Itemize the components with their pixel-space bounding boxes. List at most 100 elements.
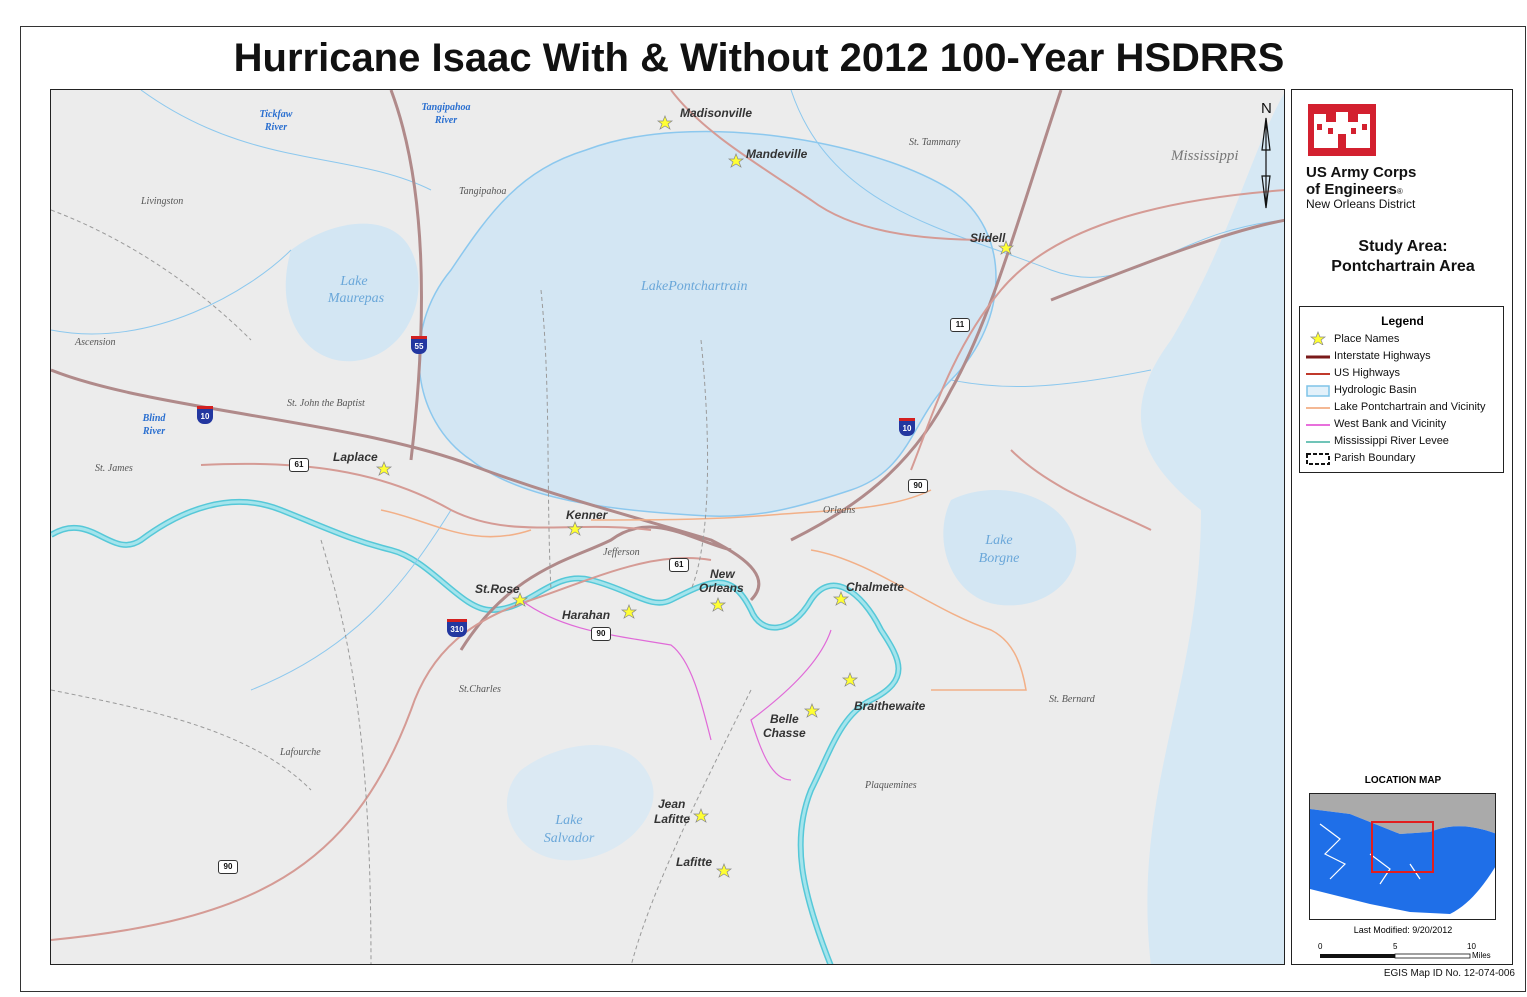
parish-stcharles: St.Charles: [459, 684, 501, 695]
scale-tick-5: 5: [1393, 942, 1398, 951]
star-madisonville: [656, 115, 674, 130]
map-graphics: [51, 90, 1284, 964]
lake-pontchartrain: [418, 130, 997, 518]
star-laplace: [375, 461, 393, 476]
parish-lafourche: Lafourche: [280, 747, 321, 758]
place-stars: [375, 115, 1015, 878]
us-highways: [51, 90, 1284, 941]
star-chalmette: [832, 591, 850, 606]
lpv-levee: [380, 489, 1027, 691]
water-lake-pontchartrain: LakePontchartrain: [641, 279, 748, 294]
legend-parish-icon: [1306, 453, 1330, 465]
parish-plaquemines: Plaquemines: [865, 780, 917, 791]
star-mandeville: [727, 153, 745, 168]
water-lake-borgne-2: Borgne: [978, 551, 1020, 566]
star-harahan: [620, 604, 638, 619]
place-laplace: Laplace: [333, 450, 378, 464]
legend-lpv-icon: [1306, 407, 1330, 409]
study-area: Study Area: Pontchartrain Area: [1292, 237, 1514, 277]
us-90-east-shield: 90: [908, 479, 928, 493]
parish-tangipahoa: Tangipahoa: [459, 186, 507, 197]
gulf-water: [1140, 93, 1284, 964]
parish-livingston: Livingston: [141, 196, 184, 207]
place-new: New: [710, 567, 735, 581]
river-tickfaw-2: River: [264, 122, 288, 133]
interstate-10-west-shield: 10: [197, 406, 213, 424]
location-map: [1309, 793, 1496, 920]
star-neworleans: [709, 597, 727, 612]
place-lafitte: Lafitte: [676, 855, 712, 869]
side-panel: US Army Corps of Engineers® New Orleans …: [1291, 89, 1513, 965]
legend-wbv-icon: [1306, 424, 1330, 426]
agency-name: US Army Corps of Engineers®: [1306, 164, 1416, 200]
place-chasse: Chasse: [763, 726, 806, 740]
agency-line2: of Engineers®: [1306, 181, 1416, 200]
study-area-line2: Pontchartrain Area: [1331, 258, 1475, 275]
us-90-center-shield: 90: [591, 627, 611, 641]
river-tickfaw-1: Tickfaw: [259, 109, 293, 120]
parish-sttammany: St. Tammany: [909, 137, 961, 148]
star-jeanlafitte: [692, 808, 710, 823]
legend-us-highway-icon: [1306, 373, 1330, 375]
legend-basin-icon: [1306, 385, 1330, 397]
legend-item-wbv: West Bank and Vicinity: [1334, 418, 1447, 430]
legend-interstate-icon: [1306, 355, 1330, 359]
parish-stjames: St. James: [95, 463, 133, 474]
legend-item-lpv: Lake Pontchartrain and Vicinity: [1334, 401, 1486, 413]
location-map-graphic: [1310, 794, 1495, 919]
us-90-south-shield: 90: [218, 860, 238, 874]
legend-item-levee: Mississippi River Levee: [1334, 435, 1449, 447]
parish-jefferson: Jefferson: [603, 547, 640, 558]
study-area-line1: Study Area:: [1358, 238, 1448, 255]
basin-outlines: [51, 90, 1284, 691]
river-tangipahoa-1: Tangipahoa: [421, 102, 471, 113]
mississippi-river-inner: [51, 500, 900, 964]
map-canvas[interactable]: N Madisonville Mandeville Slidell Laplac…: [50, 89, 1285, 965]
place-strose: St.Rose: [475, 582, 520, 596]
parish-boundaries: [51, 209, 752, 964]
agency-line2-text: of Engineers: [1306, 181, 1397, 198]
legend-levee-icon: [1306, 441, 1330, 443]
lake-salvador: [506, 745, 654, 861]
place-lafitte-jean: Lafitte: [654, 812, 690, 826]
castle-icon: [1314, 112, 1370, 148]
map-id: EGIS Map ID No. 12-074-006: [1383, 968, 1515, 979]
place-jean: Jean: [658, 797, 686, 811]
water-lake-salvador-2: Salvador: [543, 831, 595, 846]
water-lake-maurepas-1: Lake: [340, 274, 368, 289]
last-modified: Last Modified: 9/20/2012: [1353, 925, 1453, 935]
location-map-title: LOCATION MAP: [1364, 775, 1442, 786]
interstate-310-shield: 310: [447, 619, 467, 637]
star-bellechasse: [803, 703, 821, 718]
star-lafitte: [715, 863, 733, 878]
legend-item-place-names: Place Names: [1334, 333, 1400, 345]
legend-star-icon: [1309, 331, 1327, 345]
study-extent-box: [1371, 821, 1434, 873]
water-lake-borgne-1: Lake: [985, 533, 1013, 548]
river-tangipahoa-2: River: [434, 115, 458, 126]
river-blind-2: River: [142, 426, 166, 437]
state-mississippi: Mississippi: [1171, 148, 1239, 164]
parish-ascension: Ascension: [75, 337, 116, 348]
us-61-west-shield: 61: [289, 458, 309, 472]
place-mandeville: Mandeville: [746, 147, 808, 161]
place-braithewaite: Braithewaite: [854, 699, 926, 713]
legend-item-interstate: Interstate Highways: [1334, 350, 1431, 362]
parish-stjohn: St. John the Baptist: [287, 398, 365, 409]
scale-tick-10: 10: [1467, 942, 1476, 951]
place-chalmette: Chalmette: [846, 580, 905, 594]
scale-unit: Miles: [1472, 951, 1491, 960]
interstate-highways: [51, 90, 1284, 651]
star-kenner: [566, 521, 584, 536]
parish-orleans: Orleans: [823, 505, 856, 516]
map-title: Hurricane Isaac With & Without 2012 100-…: [233, 36, 1285, 80]
star-braithewaite: [841, 672, 859, 687]
parish-stbernard: St. Bernard: [1049, 694, 1095, 705]
scale-tick-0: 0: [1318, 942, 1323, 951]
water-lake-maurepas-2: Maurepas: [327, 291, 385, 306]
us-11-shield: 11: [950, 318, 970, 332]
north-arrow-icon: [1261, 117, 1271, 209]
map-frame: [20, 26, 1526, 992]
place-orleans: Orleans: [699, 581, 744, 595]
lake-borgne: [943, 490, 1077, 606]
